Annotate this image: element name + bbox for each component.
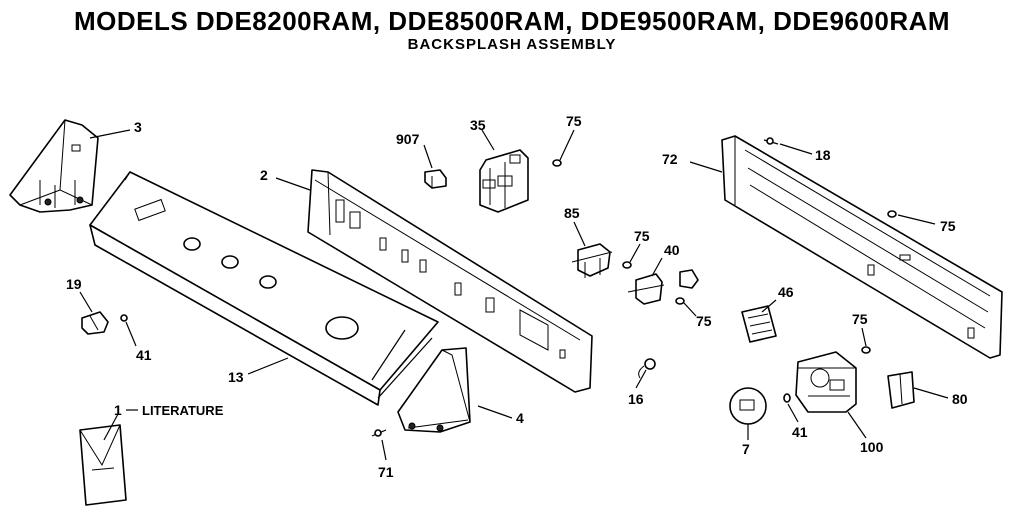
part-72-rear-panel bbox=[721, 135, 1003, 359]
callout-71: 71 bbox=[378, 464, 394, 480]
part-19-knob bbox=[81, 311, 109, 335]
callout-labels: 3 907 35 75 72 18 2 75 85 75 40 19 46 75… bbox=[66, 113, 968, 480]
part-4-right-end-cap bbox=[397, 347, 471, 433]
part-41-spring-b bbox=[783, 393, 791, 403]
part-71-screw bbox=[371, 429, 387, 437]
callout-80: 80 bbox=[952, 391, 968, 407]
part-16-wire-clip bbox=[638, 358, 656, 379]
part-80-bracket bbox=[887, 371, 915, 409]
callout-75: 75 bbox=[696, 313, 712, 329]
callout-40: 40 bbox=[664, 242, 680, 258]
callout-75: 75 bbox=[634, 228, 650, 244]
callout-75: 75 bbox=[566, 113, 582, 129]
callout-72: 72 bbox=[662, 151, 678, 167]
part-7-timer-knob bbox=[729, 387, 767, 425]
callout-literature: LITERATURE bbox=[142, 403, 224, 418]
part-3-left-end-cap bbox=[9, 119, 99, 213]
callout-1: 1 bbox=[114, 402, 122, 418]
diagram-subtitle: BACKSPLASH ASSEMBLY bbox=[407, 36, 617, 53]
part-85-switch bbox=[571, 243, 613, 278]
leader-lines bbox=[79, 129, 949, 461]
callout-75: 75 bbox=[852, 311, 868, 327]
part-35-switch bbox=[479, 149, 529, 213]
callout-4: 4 bbox=[516, 410, 524, 426]
callout-46: 46 bbox=[778, 284, 794, 300]
callout-35: 35 bbox=[470, 117, 486, 133]
part-100-timer bbox=[795, 351, 857, 413]
part-1-literature bbox=[79, 424, 127, 506]
callout-907: 907 bbox=[396, 131, 420, 147]
part-40-switch bbox=[627, 269, 699, 305]
callout-18: 18 bbox=[815, 147, 831, 163]
callout-16: 16 bbox=[628, 391, 644, 407]
part-41-spring-a bbox=[120, 314, 128, 322]
callout-75: 75 bbox=[940, 218, 956, 234]
part-75-screw-b bbox=[622, 261, 632, 269]
diagram-title: MODELS DDE8200RAM, DDE8500RAM, DDE9500RA… bbox=[73, 6, 951, 36]
callout-7: 7 bbox=[742, 441, 750, 457]
part-13-front-panel bbox=[89, 171, 439, 406]
callout-100: 100 bbox=[860, 439, 884, 455]
part-75-screw-e bbox=[861, 346, 871, 354]
callout-41: 41 bbox=[792, 424, 808, 440]
part-907-clip bbox=[424, 169, 447, 189]
callout-2: 2 bbox=[260, 167, 268, 183]
part-75-screw-a bbox=[552, 159, 562, 167]
part-18-screw bbox=[763, 137, 779, 145]
callout-13: 13 bbox=[228, 369, 244, 385]
part-46-board bbox=[741, 305, 777, 343]
callout-19: 19 bbox=[66, 276, 82, 292]
part-75-screw-d bbox=[887, 210, 897, 218]
part-2-control-panel-frame bbox=[307, 169, 593, 393]
callout-85: 85 bbox=[564, 205, 580, 221]
part-75-screw-c bbox=[675, 297, 685, 305]
callout-41: 41 bbox=[136, 347, 152, 363]
callout-3: 3 bbox=[134, 119, 142, 135]
